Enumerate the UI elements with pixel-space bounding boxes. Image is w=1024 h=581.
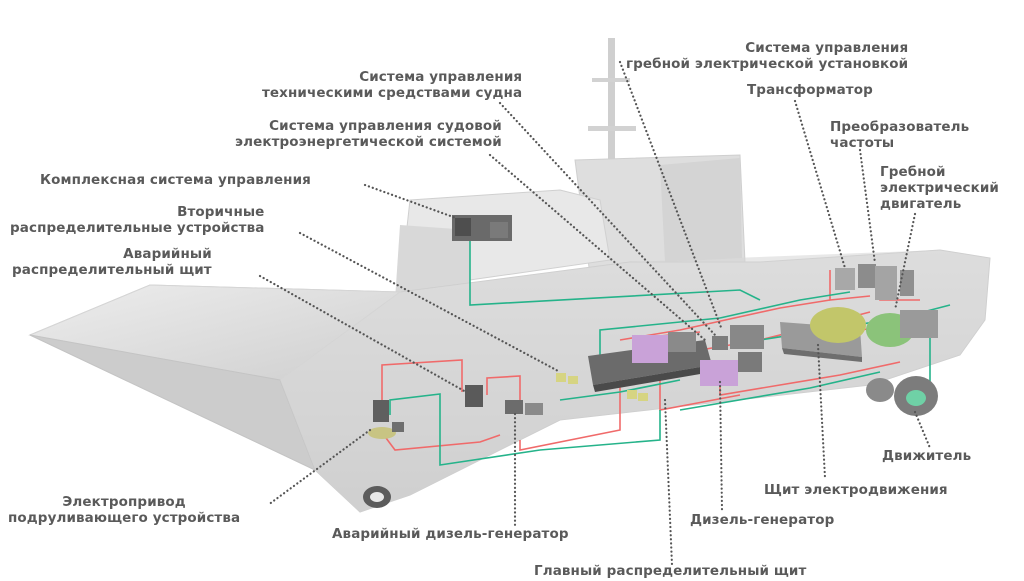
label-secondary-distribution: Вторичные распределительные устройства bbox=[10, 204, 264, 236]
integrated-control-console bbox=[452, 215, 512, 241]
label-emergency-diesel-generator: Аварийный дизель-генератор bbox=[332, 526, 569, 542]
label-integrated-control: Комплексная система управления bbox=[40, 172, 311, 188]
label-line: Электропривод bbox=[62, 494, 186, 510]
label-line: Движитель bbox=[882, 448, 972, 464]
propulsion-control-block bbox=[712, 325, 764, 350]
label-line: частоты bbox=[830, 135, 895, 151]
label-line: электроэнергетической системой bbox=[235, 134, 502, 150]
label-line: гребной электрической установкой bbox=[626, 56, 909, 72]
label-emergency-switchboard: Аварийный распределительный щит bbox=[12, 246, 212, 278]
label-line: Система управления bbox=[359, 69, 523, 85]
label-line: Вторичные bbox=[177, 204, 265, 220]
label-line: Система управления bbox=[745, 40, 909, 56]
label-propulsion-control: Система управления гребной электрической… bbox=[626, 40, 908, 72]
label-line: Щит электродвижения bbox=[764, 482, 948, 498]
propulsion-motor-block bbox=[810, 307, 938, 347]
label-line: техническими средствами судна bbox=[262, 85, 523, 101]
emergency-switchboard-block bbox=[465, 385, 483, 407]
transformer-block bbox=[835, 264, 876, 290]
label-main-switchboard: Главный распределительный щит bbox=[534, 563, 806, 579]
frequency-converter-block bbox=[875, 266, 914, 300]
label-line: Аварийный дизель-генератор bbox=[332, 526, 569, 542]
label-line: двигатель bbox=[880, 196, 962, 212]
control-cables bbox=[389, 238, 951, 466]
label-line: Главный распределительный щит bbox=[534, 563, 807, 579]
label-frequency-converter: Преобразователь частоты bbox=[830, 119, 969, 151]
label-line: Система управления судовой bbox=[269, 118, 502, 134]
label-power-system-control: Система управления судовой электроэнерге… bbox=[235, 118, 502, 150]
label-transformer: Трансформатор bbox=[747, 82, 873, 98]
emergency-generator-block bbox=[505, 400, 543, 415]
diesel-generator-block bbox=[632, 332, 762, 386]
label-propulsion-motor: Гребной электрический двигатель bbox=[880, 164, 999, 212]
label-line: электрический bbox=[880, 180, 999, 196]
label-line: распределительный щит bbox=[12, 262, 212, 278]
label-line: подруливающего устройства bbox=[8, 510, 241, 526]
label-technical-control: Система управления техническими средства… bbox=[262, 69, 522, 101]
bow-thruster-port bbox=[363, 486, 391, 508]
label-line: Преобразователь bbox=[830, 119, 970, 135]
thruster-drive-block bbox=[368, 400, 404, 439]
leader-lines bbox=[258, 60, 932, 567]
equipment bbox=[363, 215, 938, 508]
label-thruster-drive: Электропривод подруливающего устройства bbox=[8, 494, 240, 526]
label-diesel-generator: Дизель-генератор bbox=[690, 512, 834, 528]
label-line: распределительные устройства bbox=[10, 220, 265, 236]
label-line: Дизель-генератор bbox=[690, 512, 835, 528]
label-line: Гребной bbox=[880, 164, 946, 180]
secondary-distribution-block bbox=[556, 373, 648, 401]
label-line: Трансформатор bbox=[747, 82, 873, 98]
label-propulsion-switchboard: Щит электродвижения bbox=[764, 482, 948, 498]
label-propulsor: Движитель bbox=[882, 448, 971, 464]
label-line: Аварийный bbox=[123, 246, 212, 262]
mast bbox=[588, 38, 636, 198]
label-line: Комплексная система управления bbox=[40, 172, 311, 188]
propulsor-pod bbox=[866, 376, 938, 416]
